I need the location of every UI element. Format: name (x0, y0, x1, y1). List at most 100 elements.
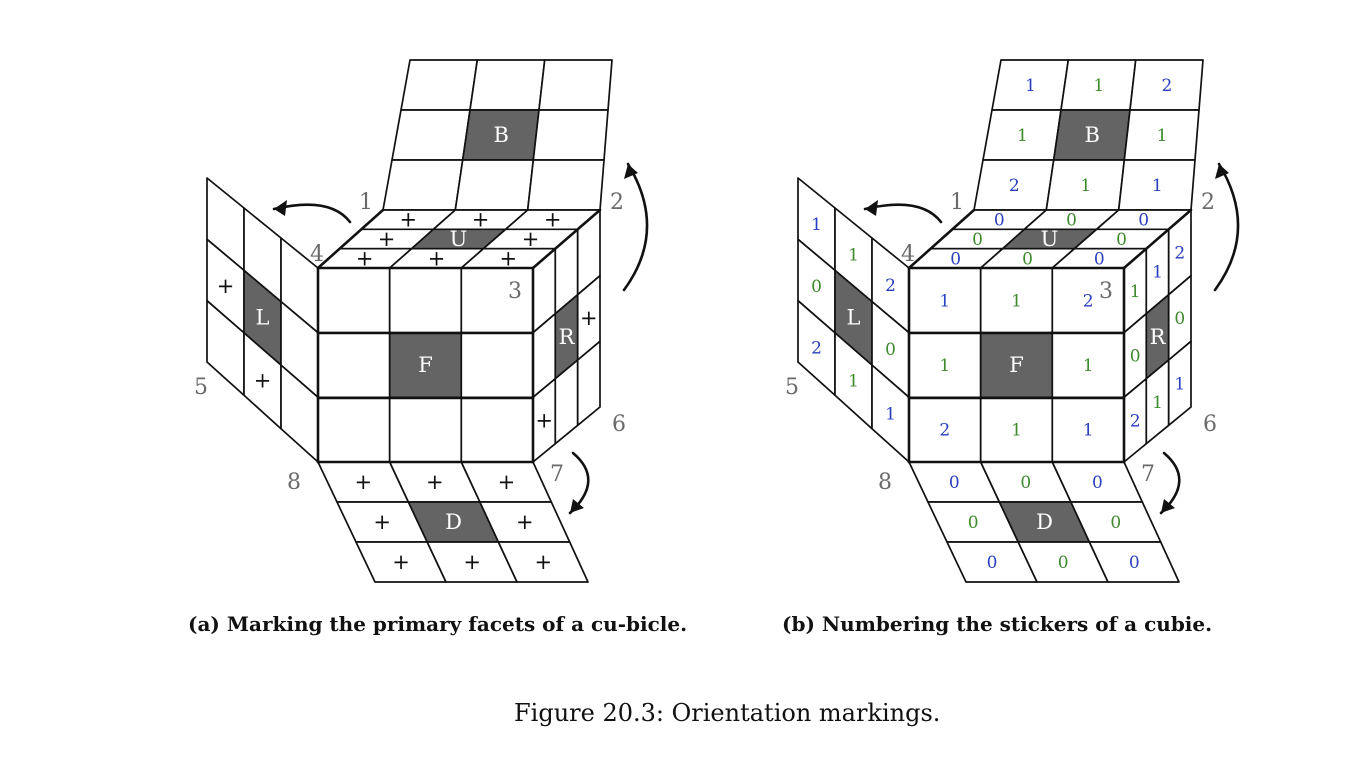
corner-number-4: 4 (901, 242, 915, 267)
sticker-number: 0 (949, 473, 960, 493)
arrow-head (624, 164, 638, 179)
sticker-number: 1 (1152, 393, 1163, 413)
sticker-number: 1 (1080, 176, 1091, 196)
sticker-number: 0 (950, 249, 961, 269)
face-label-l: L (847, 306, 861, 330)
facelet (391, 109, 471, 161)
plus-mark: + (392, 550, 410, 574)
facelet (526, 159, 605, 211)
facelet (317, 331, 391, 399)
sticker-number: 1 (811, 215, 822, 235)
facelet (1088, 541, 1180, 583)
figure-caption: Figure 20.3: Orientation markings. (514, 699, 941, 727)
sticker-number: 0 (1058, 553, 1069, 573)
face-label-b: B (1085, 123, 1100, 147)
corner-number-7: 7 (550, 462, 564, 487)
cube-edge (531, 208, 602, 270)
sticker-number: 1 (1093, 76, 1104, 96)
sticker-number: 1 (848, 246, 859, 266)
plus-mark: + (426, 470, 444, 494)
sticker-number: 2 (1130, 411, 1141, 431)
sticker-number: 1 (1157, 126, 1168, 146)
face-label-u: U (1041, 227, 1059, 251)
sticker-number: 0 (1022, 249, 1033, 269)
sticker-number: 0 (972, 230, 983, 250)
sticker-number: 2 (939, 421, 950, 441)
plus-mark: + (428, 246, 446, 270)
facelet (1167, 340, 1192, 427)
corner-number-5: 5 (785, 375, 799, 400)
plus-mark: + (356, 246, 374, 270)
sticker-number: 1 (1130, 282, 1141, 302)
corner-number-8: 8 (287, 470, 301, 495)
face-l-a: L++ (206, 177, 319, 463)
arrow-head (865, 200, 878, 216)
sticker-number: 2 (1174, 243, 1185, 263)
facelet (388, 267, 463, 334)
plus-mark: + (516, 510, 534, 534)
facelet (454, 159, 535, 211)
plus-mark: + (378, 227, 396, 251)
plus-mark: + (544, 208, 562, 232)
sticker-number: 1 (848, 372, 859, 392)
facelet (469, 59, 546, 111)
sticker-number: 0 (1138, 211, 1149, 231)
corner-number-1: 1 (950, 190, 964, 215)
sticker-number: 1 (1025, 76, 1036, 96)
sticker-number: 1 (1011, 291, 1022, 311)
corner-number-3: 3 (508, 279, 522, 304)
sticker-number: 2 (811, 339, 822, 359)
plus-mark: + (499, 246, 517, 270)
sticker-number: 1 (1152, 263, 1163, 283)
sticker-number: 2 (1083, 291, 1094, 311)
sticker-number: 1 (885, 404, 896, 424)
sticker-number: 2 (1161, 76, 1172, 96)
arrow-head (1161, 499, 1175, 513)
face-label-d: D (1036, 510, 1053, 534)
facelet (538, 59, 613, 111)
face-label-f: F (1009, 353, 1024, 377)
face-u-a: U++++++++ (317, 208, 601, 270)
arrow-head (1215, 164, 1229, 179)
caption-panel-a: (a) Marking the primary facets of a cu-b… (188, 612, 688, 636)
sticker-number: 1 (1011, 421, 1022, 441)
corner-number-1: 1 (359, 190, 373, 215)
face-label-r: R (559, 325, 576, 349)
caption-panel-b: (b) Numbering the stickers of a cubie. (782, 612, 1213, 636)
face-label-l: L (256, 306, 270, 330)
plus-mark: + (463, 550, 481, 574)
sticker-number: 0 (1129, 553, 1140, 573)
sticker-number: 0 (1130, 347, 1141, 367)
corner-number-3: 3 (1099, 279, 1113, 304)
facelet (532, 109, 609, 161)
sticker-number: 2 (1009, 176, 1020, 196)
facelet (317, 396, 391, 463)
sticker-number: 2 (885, 276, 896, 296)
sticker-number: 1 (1083, 421, 1094, 441)
facelet (460, 396, 534, 463)
sticker-number: 0 (1174, 309, 1185, 329)
sticker-number: 1 (1083, 356, 1094, 376)
sticker-number: 1 (1017, 126, 1028, 146)
plus-mark: + (399, 208, 417, 232)
sticker-number: 0 (1066, 211, 1077, 231)
sticker-number: 1 (939, 356, 950, 376)
sticker-number: 0 (994, 211, 1005, 231)
plus-mark: + (498, 470, 516, 494)
sticker-number: 0 (1116, 230, 1127, 250)
sticker-number: 0 (987, 553, 998, 573)
facelet (388, 396, 463, 463)
plus-mark: + (472, 208, 490, 232)
facelet (497, 541, 589, 583)
sticker-number: 0 (1092, 473, 1103, 493)
sticker-number: 0 (1020, 473, 1031, 493)
plus-mark: + (535, 408, 553, 432)
corner-number-7: 7 (1141, 462, 1155, 487)
face-label-r: R (1150, 325, 1167, 349)
corner-number-8: 8 (878, 470, 892, 495)
sticker-number: 0 (968, 513, 979, 533)
